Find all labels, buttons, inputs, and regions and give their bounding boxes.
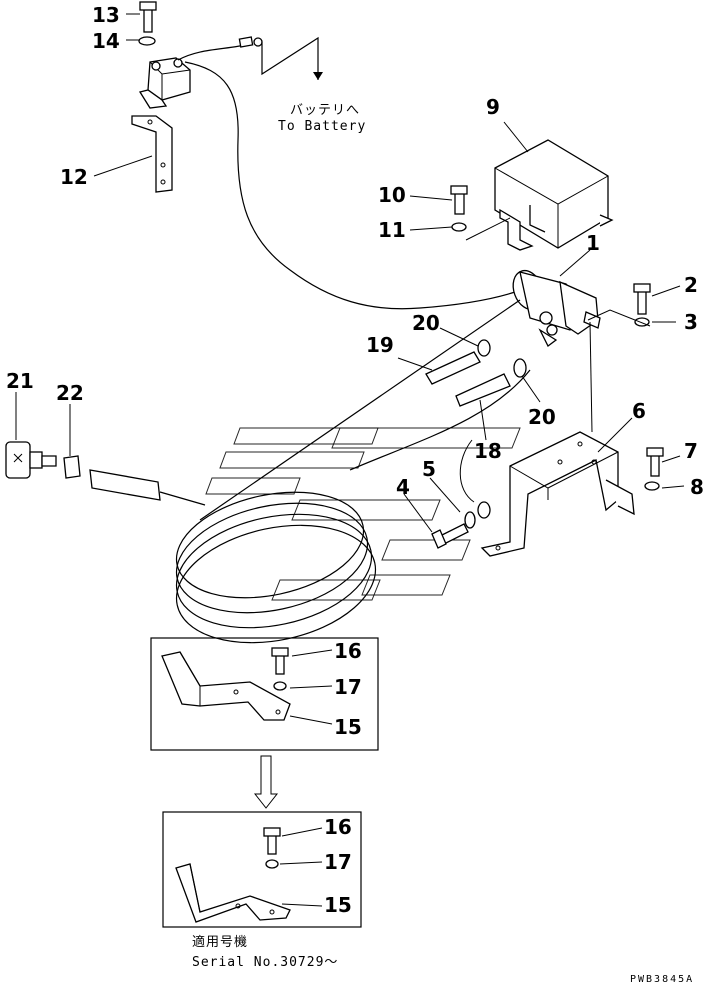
bolt-washer-4-5 (431, 501, 491, 549)
callout-9: 9 (486, 95, 500, 119)
battery-cable (177, 43, 251, 61)
callout-18: 18 (474, 439, 502, 463)
serial-note-jp: 適用号機 (192, 934, 248, 950)
callout-19: 19 (366, 333, 394, 357)
callout-21: 21 (6, 369, 34, 393)
callout-15-lower: 15 (324, 893, 352, 917)
callout-4: 4 (396, 475, 410, 499)
callout-20-upper: 20 (412, 311, 440, 335)
callout-14: 14 (92, 29, 120, 53)
callout-10: 10 (378, 183, 406, 207)
callout-16-lower: 16 (324, 815, 352, 839)
bracket-assembly (480, 431, 635, 557)
motor-assembly (512, 269, 601, 347)
callout-11: 11 (378, 218, 406, 242)
bolt-washer-2-3 (633, 283, 651, 327)
leader-lines (15, 13, 685, 533)
callout-1: 1 (586, 231, 600, 255)
cover-assembly (450, 139, 614, 251)
callout-17-lower: 17 (324, 850, 352, 874)
serial-note-en: Serial No.30729～ (192, 955, 338, 970)
callout-8: 8 (690, 475, 704, 499)
callout-12: 12 (60, 165, 88, 189)
battery-note-en: To Battery (278, 119, 366, 134)
drawing-code: PWB3845A (630, 974, 694, 985)
callout-17-upper: 17 (334, 675, 362, 699)
transition-arrow (253, 755, 279, 809)
callout-6: 6 (632, 399, 646, 423)
callout-7: 7 (684, 439, 698, 463)
relay-assembly (131, 1, 191, 193)
gauge-assembly (5, 441, 206, 506)
inset-box-lower (162, 811, 362, 928)
callout-3: 3 (684, 310, 698, 334)
callout-5: 5 (422, 457, 436, 481)
bolt-washer-7-8 (644, 447, 664, 491)
inset-box-upper (150, 637, 379, 751)
callout-13: 13 (92, 3, 120, 27)
callout-20-lower: 20 (528, 405, 556, 429)
callout-22: 22 (56, 381, 84, 405)
callout-15-upper: 15 (334, 715, 362, 739)
wiring-harness (184, 61, 516, 310)
callout-2: 2 (684, 273, 698, 297)
cable-coil (175, 299, 531, 644)
callout-16-upper: 16 (334, 639, 362, 663)
protective-tubes (425, 339, 527, 407)
battery-note-jp: バッテリへ (290, 103, 360, 118)
